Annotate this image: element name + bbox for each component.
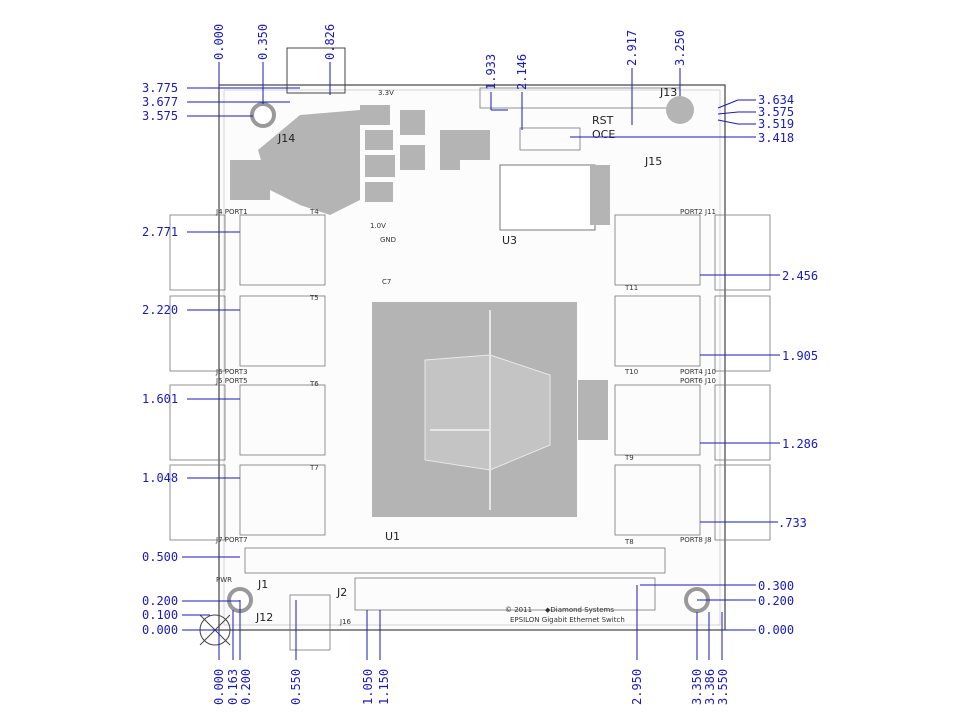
u3-chip bbox=[499, 164, 610, 231]
label-rst: RST bbox=[592, 114, 614, 127]
label-gnd: GND bbox=[380, 236, 396, 244]
footer-copyright: © 2011 bbox=[505, 606, 532, 614]
dim-right-3: 3.418 bbox=[758, 131, 794, 145]
bottom-connectors bbox=[244, 547, 666, 651]
label-j12: J12 bbox=[255, 611, 273, 624]
label-j14: J14 bbox=[277, 132, 295, 145]
label-j13: J13 bbox=[659, 86, 677, 99]
label-t7: T7 bbox=[309, 464, 319, 472]
label-u1: U1 bbox=[385, 530, 400, 543]
dim-left-10: 0.000 bbox=[142, 623, 178, 637]
dim-bottom-3: 0.550 bbox=[289, 669, 303, 705]
dim-left-8: 0.200 bbox=[142, 594, 178, 608]
dim-bottom-6: 2.950 bbox=[630, 669, 644, 705]
label-j15: J15 bbox=[644, 155, 662, 168]
j14-connector-box bbox=[286, 47, 346, 94]
label-pwr: PWR bbox=[216, 576, 232, 584]
dim-left-4: 2.220 bbox=[142, 303, 178, 317]
board-inner-edge bbox=[223, 89, 721, 626]
dim-right-8: 0.300 bbox=[758, 579, 794, 593]
label-1v0: 1.0V bbox=[370, 222, 386, 230]
dim-right-7: .733 bbox=[778, 516, 807, 530]
dim-bottom-4: 1.050 bbox=[361, 669, 375, 705]
label-t11: T11 bbox=[624, 284, 638, 292]
dim-top-3: 1.933 bbox=[484, 54, 498, 90]
label-port3: J6 PORT3 bbox=[215, 368, 248, 376]
dim-left-0: 3.775 bbox=[142, 81, 178, 95]
dim-top-5: 2.917 bbox=[625, 30, 639, 66]
label-j16: J16 bbox=[339, 618, 352, 626]
dim-right-4: 2.456 bbox=[782, 269, 818, 283]
silkscreen-labels: J1 J2 J12 J13 J14 J15 J16 U3 U1 J4 PORT1… bbox=[215, 86, 716, 626]
label-port5: J5 PORT5 bbox=[215, 377, 248, 385]
label-3v3: 3.3V bbox=[378, 89, 394, 97]
label-j1: J1 bbox=[257, 578, 268, 591]
dim-bottom-8: 3.386 bbox=[703, 669, 717, 705]
label-t4: T4 bbox=[309, 208, 319, 216]
dim-right-1: 3.575 bbox=[758, 105, 794, 119]
dim-right-6: 1.286 bbox=[782, 437, 818, 451]
label-u3: U3 bbox=[502, 234, 517, 247]
dim-left-1: 3.677 bbox=[142, 95, 178, 109]
mounting-hole-top-left bbox=[250, 102, 276, 128]
label-t9: T9 bbox=[624, 454, 634, 462]
label-port1: J4 PORT1 bbox=[215, 208, 248, 216]
dim-bottom-1: 0.163 bbox=[226, 669, 240, 705]
dim-top-0: 0.000 bbox=[212, 24, 226, 60]
dim-right-2: 3.519 bbox=[758, 117, 794, 131]
left-dimensions: 3.775 3.677 3.575 2.771 2.220 1.601 1.04… bbox=[142, 81, 300, 637]
dim-left-7: 0.500 bbox=[142, 550, 178, 564]
footer-company: ◆Diamond Systems bbox=[545, 606, 614, 614]
label-port8: PORT8 J8 bbox=[680, 536, 712, 544]
dim-right-0: 3.634 bbox=[758, 93, 794, 107]
dim-left-9: 0.100 bbox=[142, 608, 178, 622]
ethernet-ports bbox=[169, 214, 771, 541]
switch-ic-area bbox=[372, 302, 608, 517]
dim-left-3: 2.771 bbox=[142, 225, 178, 239]
label-c7: C7 bbox=[382, 278, 391, 286]
dim-right-5: 1.905 bbox=[782, 349, 818, 363]
dim-right-10: 0.000 bbox=[758, 623, 794, 637]
label-port2: PORT2 J11 bbox=[680, 208, 716, 216]
dim-right-9: 0.200 bbox=[758, 594, 794, 608]
dim-bottom-2: 0.200 bbox=[239, 669, 253, 705]
dim-top-6: 3.250 bbox=[673, 30, 687, 66]
right-dimensions: 3.634 3.575 3.519 3.418 2.456 1.905 1.28… bbox=[570, 93, 818, 637]
label-t5: T5 bbox=[309, 294, 319, 302]
mounting-hole-top-right bbox=[666, 96, 694, 124]
dim-bottom-7: 3.350 bbox=[690, 669, 704, 705]
dim-top-2: 0.826 bbox=[323, 24, 337, 60]
top-dimensions: 0.000 0.350 0.826 1.933 2.146 2.917 3.25… bbox=[212, 24, 687, 130]
dim-bottom-9: 3.550 bbox=[716, 669, 730, 705]
label-port4: PORT4 J10 bbox=[680, 368, 716, 376]
dim-bottom-0: 0.000 bbox=[212, 669, 226, 705]
dim-left-2: 3.575 bbox=[142, 109, 178, 123]
label-t8: T8 bbox=[624, 538, 634, 546]
dim-left-5: 1.601 bbox=[142, 392, 178, 406]
footer-product: EPSILON Gigabit Ethernet Switch bbox=[510, 616, 625, 624]
label-t10: T10 bbox=[624, 368, 638, 376]
dim-bottom-5: 1.150 bbox=[377, 669, 391, 705]
label-t6: T6 bbox=[309, 380, 319, 388]
power-supply-area bbox=[230, 105, 490, 215]
bottom-dimensions: 0.000 0.163 0.200 0.550 1.050 1.150 2.95… bbox=[212, 585, 730, 705]
label-port6: PORT6 J10 bbox=[680, 377, 716, 385]
label-j2: J2 bbox=[336, 586, 347, 599]
dim-top-4: 2.146 bbox=[515, 54, 529, 90]
label-port7: J7 PORT7 bbox=[215, 536, 248, 544]
label-oce: OCE bbox=[592, 128, 615, 141]
dim-left-6: 1.048 bbox=[142, 471, 178, 485]
dim-top-1: 0.350 bbox=[256, 24, 270, 60]
